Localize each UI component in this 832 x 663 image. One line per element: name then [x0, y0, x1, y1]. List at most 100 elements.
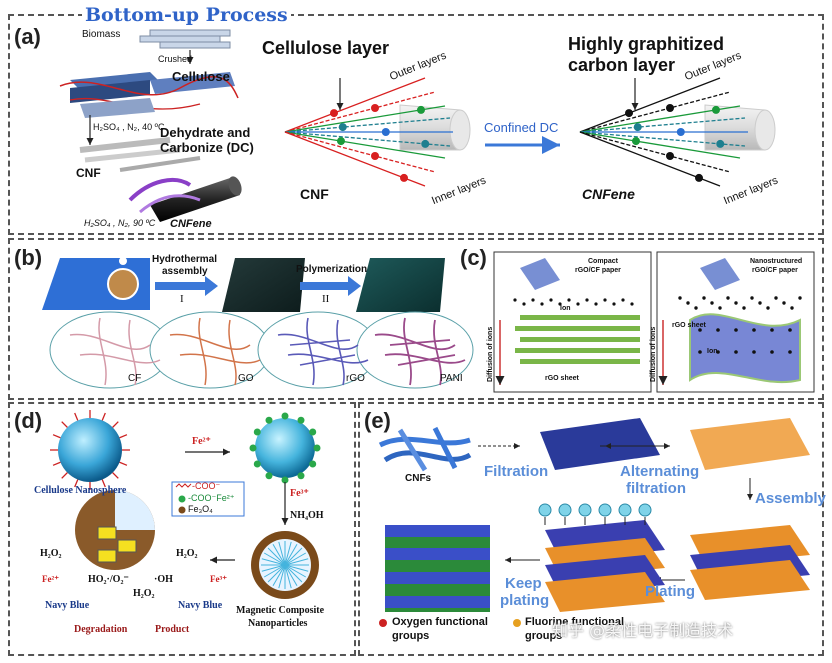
keep-plating-label-2: plating [500, 592, 550, 609]
ion-dot [702, 296, 706, 300]
layer-dot [371, 104, 379, 112]
nano-label-2: rGO/CF paper [752, 267, 798, 274]
layer-dot [632, 137, 640, 146]
ion-dot [750, 296, 754, 300]
layer-dot [371, 152, 379, 160]
na-ion [578, 503, 592, 517]
hydrothermal-label-2: assembly [162, 266, 208, 277]
core-ray [284, 564, 292, 589]
fe3-label: Fe³⁺ [290, 488, 309, 499]
ion-dot [716, 328, 720, 332]
ion-dot [594, 302, 598, 306]
surface-group [52, 434, 61, 439]
hydrothermal-label-1: Hydrothermal [152, 254, 218, 265]
plating-label: Plating [645, 583, 696, 600]
ion-dot [766, 306, 770, 310]
ion-dot [585, 298, 589, 302]
panel-a-label: (a) [14, 24, 41, 49]
layer-dot [676, 128, 685, 136]
oxygen-groups-label-1: Oxygen functional [392, 616, 488, 628]
na-ion [618, 503, 632, 517]
na-ion [558, 503, 572, 517]
ion-dot [770, 328, 774, 332]
ion-dot [678, 296, 682, 300]
cone-layer-line [284, 77, 426, 133]
ion-dot [752, 328, 756, 332]
na-ion [538, 503, 552, 517]
cone-layer-line [579, 131, 741, 159]
cone-layer-line [579, 131, 746, 147]
panel-a-frame [8, 14, 824, 235]
rgo-label: rGO [346, 373, 365, 384]
fe-bound-group [297, 472, 305, 480]
ion-label: Ion [560, 305, 571, 312]
panel-c-label: (c) [460, 245, 487, 270]
core-ray [278, 564, 286, 589]
core-ray [284, 547, 303, 566]
fe-bound-group [265, 416, 273, 424]
core-ray [284, 552, 307, 566]
ion-dot [788, 328, 792, 332]
na-ion-group [538, 503, 652, 525]
cone-layer-line [579, 77, 721, 133]
layer-dot [666, 104, 674, 112]
layer-dot [337, 137, 345, 146]
ion-dot [513, 298, 517, 302]
cone-line-group [284, 77, 748, 187]
assembly-label: Assembly [755, 490, 826, 507]
watermark: 知乎 @柔性电子制造技术 [552, 621, 734, 640]
coo-fe-sphere [255, 418, 315, 478]
na-ion [598, 503, 612, 517]
dehydrate-label: Dehydrate and [160, 125, 251, 140]
ho2-label: HO₂·/O₂⁻ [88, 574, 129, 585]
navy-blue-left: Navy Blue [45, 600, 90, 611]
ion-dot [734, 301, 738, 305]
pani-label: PANI [440, 373, 463, 384]
step-one-label: I [180, 293, 184, 305]
layer-dot [330, 109, 338, 118]
plated-stack [545, 520, 665, 612]
cone-layer-line [284, 131, 436, 173]
core-ray [267, 564, 286, 583]
core-ray [284, 541, 292, 566]
fe-bound-group [309, 428, 317, 436]
cellulose-fibers [59, 72, 239, 118]
fe-bound-group [297, 416, 305, 424]
step-two-label: II [322, 293, 330, 305]
panel-b-label: (b) [14, 245, 43, 270]
cellulose-label: Cellulose [172, 69, 230, 84]
layer-dot [625, 109, 633, 118]
final-layered-film [385, 525, 490, 612]
h2o2-left: H₂O₂ [40, 548, 62, 559]
keep-plating-label-1: Keep [505, 575, 542, 592]
ion-dot [782, 301, 786, 305]
confined-dc-label: Confined DC [484, 120, 559, 135]
oxygen-groups-label-2: groups [392, 630, 430, 642]
graphitized-label-1: Highly graphitized [568, 34, 725, 54]
ion-dot [718, 306, 722, 310]
core-ray [272, 564, 286, 587]
ion-dot [686, 301, 690, 305]
cnf-film [540, 418, 660, 470]
fluorine-groups-label-2: groups [525, 630, 563, 642]
alternating-label-2: filtration [626, 480, 686, 497]
polymerization-label: Polymerization [296, 264, 368, 275]
legend-fe3o4: Fe₃O₄ [188, 504, 213, 514]
core-ray [261, 558, 286, 566]
product-label: Product [155, 624, 190, 635]
cellulose-layer-label: Cellulose layer [262, 38, 390, 58]
fe-bound-group [313, 444, 321, 452]
ion-dot [710, 301, 714, 305]
ion-dot [558, 302, 562, 306]
core-ray [261, 564, 286, 572]
condition-90-label: H₂SO₄ , N₂, 90 ºC [84, 218, 156, 228]
panel-d-label: (d) [14, 408, 43, 433]
core-ray [272, 543, 286, 566]
h2o2-bottom: H₂O₂ [133, 588, 155, 599]
layer-dot [695, 173, 703, 182]
rgo-sheet-label: rGO sheet [545, 375, 579, 382]
cnf-small-label: CNF [76, 166, 101, 180]
cellulose-layer-cone [399, 104, 471, 151]
cone-layer-line [579, 91, 731, 133]
graphitized-label-2: carbon layer [568, 55, 676, 75]
